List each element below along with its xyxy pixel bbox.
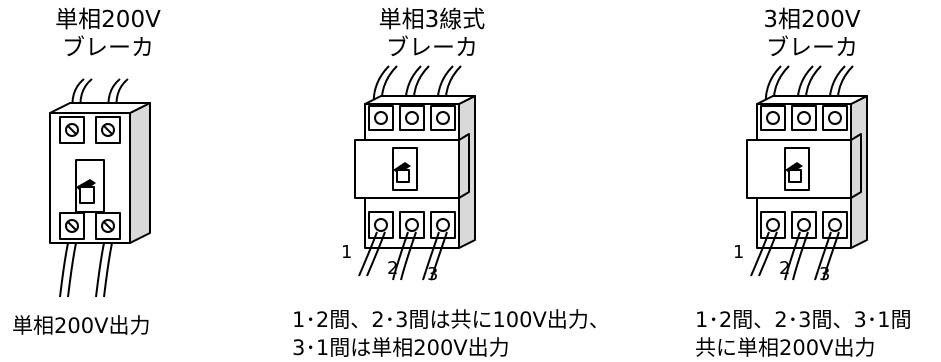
breaker-1-caption: 単相200V出力: [12, 312, 150, 340]
terminal-label-2: 2: [387, 258, 398, 279]
screw-icon: [797, 111, 811, 125]
screw-icon: [374, 218, 388, 232]
screw-icon: [405, 218, 419, 232]
breaker-2-illustration: 1 2 3: [341, 65, 476, 285]
terminal-label-1: 1: [733, 242, 744, 263]
breaker-1-terminal-box: [59, 212, 85, 240]
breaker-1-body-top: [49, 102, 151, 114]
breaker-3-title-line-2: ブレーカ: [766, 35, 858, 61]
breaker-2-caption-line-2: 3･1間は単相200V出力: [292, 336, 510, 360]
breaker-2-title-line-2: ブレーカ: [386, 35, 478, 61]
screw-icon: [828, 111, 842, 125]
breaker-1-terminal-box: [95, 116, 121, 144]
breaker-2-caption-line-1: 1･2間、2･3間は共に100V出力、: [292, 308, 610, 332]
breaker-1-body-side: [129, 102, 151, 244]
breaker-1-title: 単相200V ブレーカ: [38, 6, 178, 62]
breaker-3-title: 3相200V ブレーカ: [742, 6, 882, 62]
screw-icon: [828, 218, 842, 232]
screw-icon: [766, 218, 780, 232]
screw-icon: [374, 111, 388, 125]
breaker-1-bottom-wire: [95, 242, 105, 298]
breaker-2-title: 単相3線式 ブレーカ: [352, 6, 512, 62]
breaker-3-caption: 1･2間、2･3間、3･1間 共に単相200V出力: [695, 306, 912, 362]
breaker-1-bottom-wire: [59, 242, 69, 298]
terminal-label-3: 3: [427, 264, 438, 285]
breaker-2-title-line-1: 単相3線式: [378, 7, 486, 33]
breaker-1-bottom-wire: [67, 242, 77, 298]
terminal-label-1: 1: [341, 242, 352, 263]
breaker-2-caption: 1･2間、2･3間は共に100V出力、 3･1間は単相200V出力: [292, 306, 610, 362]
breaker-2-body-top: [364, 95, 476, 105]
breaker-1-caption-line-1: 単相200V出力: [12, 314, 151, 338]
screw-icon: [405, 111, 419, 125]
screw-icon: [797, 218, 811, 232]
breaker-3-caption-line-1: 1･2間、2･3間、3･1間: [695, 308, 912, 332]
breaker-1-title-line-2: ブレーカ: [62, 35, 154, 61]
breaker-1-illustration: [49, 78, 151, 298]
breaker-3-title-line-1: 3相200V: [763, 7, 861, 33]
breaker-3-caption-line-2: 共に単相200V出力: [695, 336, 876, 360]
breaker-3-illustration: 1 2 3: [733, 65, 868, 285]
breaker-3-body-top: [756, 95, 868, 105]
terminal-label-2: 2: [779, 258, 790, 279]
screw-icon: [436, 111, 450, 125]
terminal-label-3: 3: [819, 264, 830, 285]
screw-icon: [436, 218, 450, 232]
breaker-1-bottom-wire: [103, 242, 113, 298]
screw-icon: [766, 111, 780, 125]
breaker-1-title-line-1: 単相200V: [55, 7, 161, 33]
